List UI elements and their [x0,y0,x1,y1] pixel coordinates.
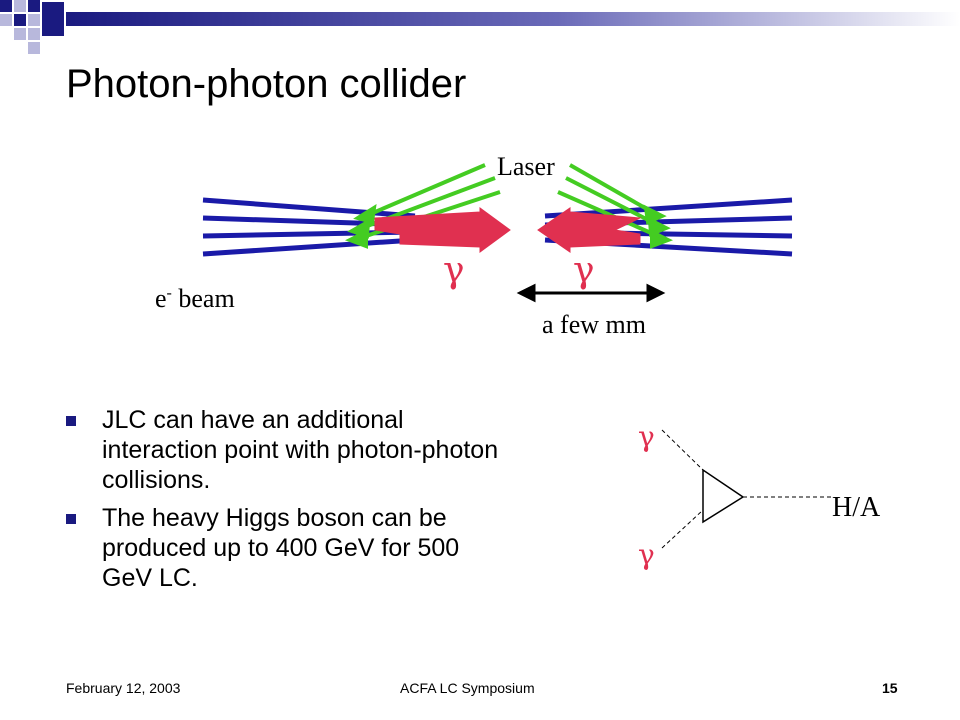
slide-title: Photon-photon collider [66,62,467,106]
gamma-right-label: γ [573,250,595,291]
higgs-label: H/A [832,492,881,523]
bullet-item: The heavy Higgs boson can be produced up… [66,503,516,593]
feynman-diagram [661,429,832,549]
footer-title: ACFA LC Symposium [400,680,535,696]
footer-date: February 12, 2003 [66,680,181,696]
laser-label: Laser [497,152,555,181]
right-laser-beams [557,163,673,249]
square-bullet-icon [66,514,76,524]
gamma-left-label: γ [443,250,465,291]
distance-label: a few mm [542,310,646,339]
right-photon-arrow [537,207,642,253]
distance-arrow [516,283,666,303]
page-number: 15 [882,680,898,696]
bullet-list: JLC can have an additional interaction p… [66,405,516,601]
collider-diagram [202,163,793,303]
header-decoration [0,0,960,54]
bullet-item: JLC can have an additional interaction p… [66,405,516,495]
feynman-gamma-top: γ [638,420,655,453]
left-photon-arrow [374,207,511,253]
square-bullet-icon [66,416,76,426]
feynman-gamma-bottom: γ [638,538,655,571]
electron-beam-label: e- beam [155,284,235,313]
